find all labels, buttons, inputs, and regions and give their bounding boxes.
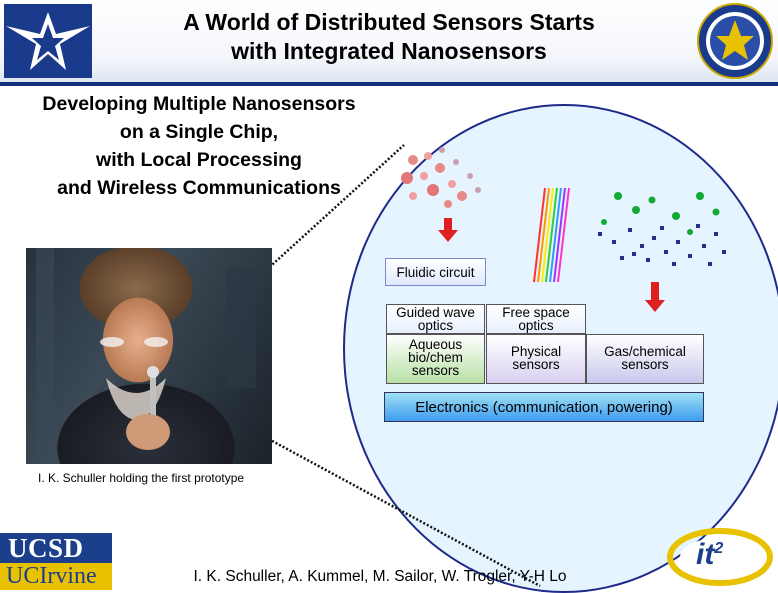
physical-sensors-box: Physical sensors [486,334,586,384]
red-arrow-icon-right [645,282,665,312]
gas-line-1: Gas/chemical [604,344,686,359]
electronics-box: Electronics (communication, powering) [384,392,704,422]
subtitle-line-2: on a Single Chip, [119,121,279,143]
subtitle-line-4: and Wireless Communications [57,177,341,199]
air-force-seal-icon [697,3,773,79]
title-line-1: A World of Distributed Sensors Starts [183,9,595,35]
it2-logo-text: it2 [696,538,756,572]
aqueous-line-3: sensors [411,363,460,378]
schuller-photo [26,248,272,464]
photo-caption: I. K. Schuller holding the first prototy… [38,471,245,485]
guided-line-2: optics [417,318,454,333]
header-band [0,0,778,82]
it2-logo-icon [667,528,773,586]
subtitle-line-3: with Local Processing [96,149,302,171]
subtitle-line-1: Developing Multiple Nanosensors [42,93,356,115]
header-rule [0,82,778,86]
fluidic-circuit-box: Fluidic circuit [385,258,486,286]
gas-molecules-icon [598,192,726,266]
authors-line: I. K. Schuller, A. Kummel, M. Sailor, W.… [193,568,567,585]
freespace-line-2: optics [518,318,554,333]
aqueous-line-2: bio/chem [408,350,463,365]
air-force-wings-icon [4,4,92,78]
freespace-line-1: Free space [502,305,570,320]
bio-particles-icon [401,147,481,208]
photo-details-icon [36,248,256,464]
guided-line-1: Guided wave [396,305,475,320]
ucsd-logo: UCSD [0,533,112,563]
physical-line-1: Physical [510,344,562,359]
red-arrow-icon-left [438,218,458,242]
physical-line-2: sensors [512,357,560,372]
uci-logo: UCIrvine [0,563,112,590]
gas-chemical-sensors-box: Gas/chemical sensors [586,334,704,384]
gas-line-2: sensors [621,357,669,372]
free-space-optics-box: Free space optics [486,304,586,334]
it2-logo-sup: 2 [714,540,724,557]
page-title: A World of Distributed Sensors Starts wi… [110,8,668,66]
light-rays-icon [533,187,570,283]
guided-wave-optics-box: Guided wave optics [386,304,485,334]
aqueous-line-1: Aqueous [408,337,463,352]
subtitle: Developing Multiple Nanosensors on a Sin… [0,90,398,202]
title-line-2: with Integrated Nanosensors [231,38,547,64]
it2-logo-main: it [696,538,715,571]
aqueous-sensors-box: Aqueous bio/chem sensors [386,334,485,384]
